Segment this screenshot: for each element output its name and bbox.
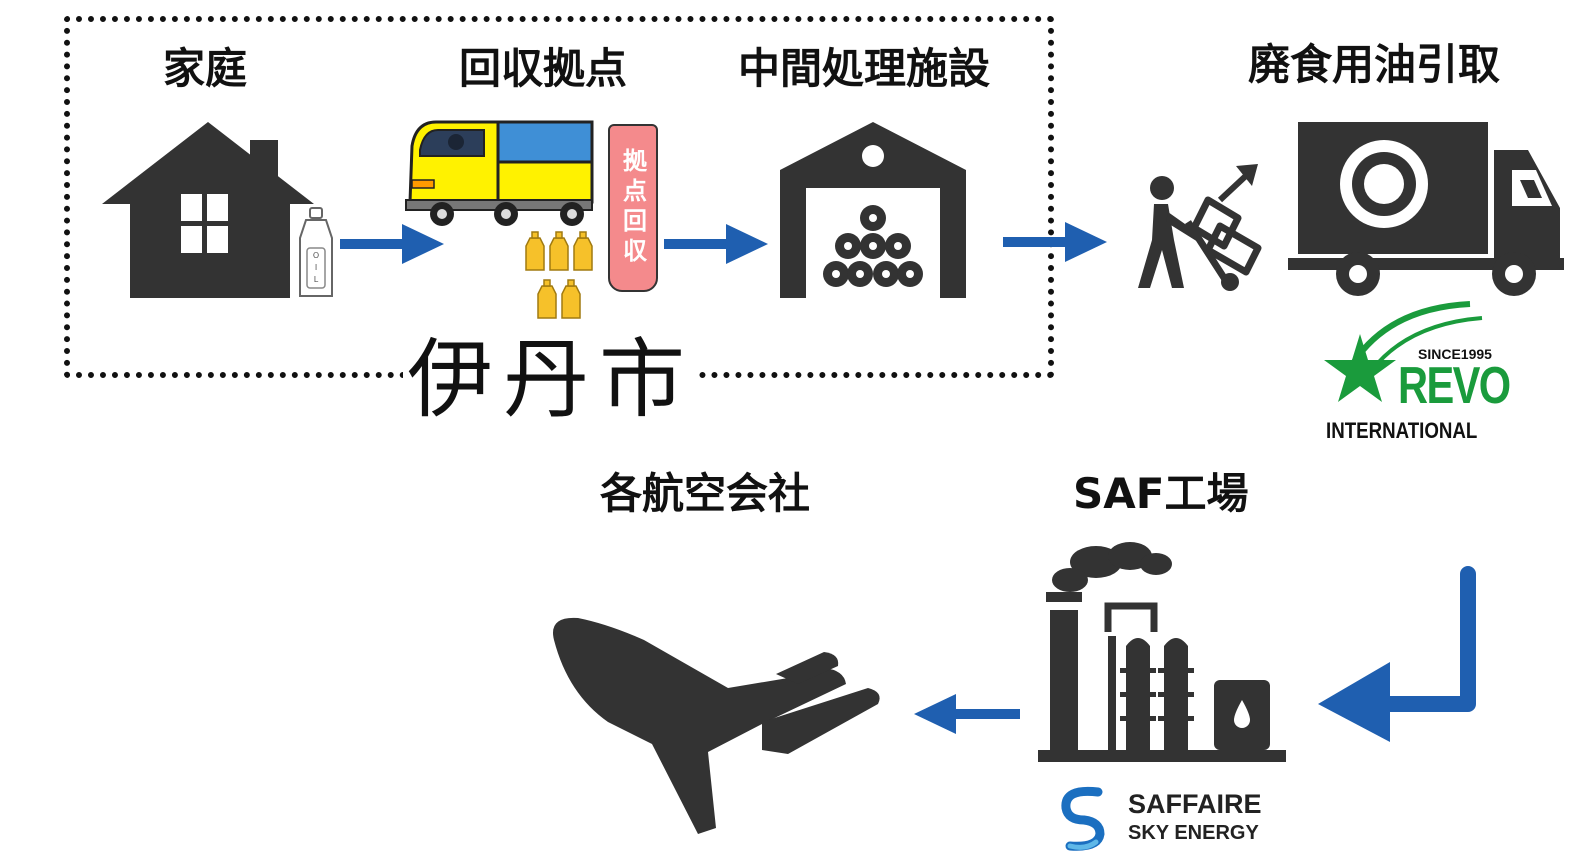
label-oil-pickup: 廃食用油引取 bbox=[1248, 40, 1501, 89]
oil-bottle-icon: O I L bbox=[299, 207, 333, 297]
house-icon bbox=[102, 122, 314, 298]
svg-text:O: O bbox=[313, 251, 319, 260]
factory-icon bbox=[1038, 542, 1286, 762]
label-saf-plant: SAF工場 bbox=[1073, 469, 1249, 518]
oil-bottles-group-icon bbox=[525, 231, 593, 319]
city-label: 伊丹市 bbox=[403, 330, 699, 430]
saffaire-name: SAFFAIRE bbox=[1128, 789, 1262, 819]
revo-name: REVO bbox=[1398, 357, 1511, 415]
collection-banner-text: 拠点回収 bbox=[618, 148, 647, 268]
saffaire-logo-icon bbox=[1061, 786, 1105, 851]
arrow-processing-to-pickup bbox=[1003, 222, 1107, 262]
label-home: 家庭 bbox=[163, 44, 248, 93]
worker-cart-icon bbox=[1138, 164, 1262, 291]
tank-truck-icon bbox=[1288, 122, 1564, 296]
svg-text:L: L bbox=[314, 275, 319, 284]
warehouse-icon bbox=[780, 122, 966, 298]
collection-truck-icon bbox=[405, 120, 594, 226]
arrow-saf-to-airlines bbox=[914, 694, 1020, 734]
revo-international: INTERNATIONAL bbox=[1326, 418, 1478, 443]
arrow-home-to-collection bbox=[340, 224, 444, 264]
collection-banner: 拠点回収 bbox=[608, 124, 658, 292]
label-airlines: 各航空会社 bbox=[600, 469, 811, 518]
svg-text:I: I bbox=[315, 263, 317, 272]
revo-since: SINCE1995 bbox=[1418, 346, 1492, 362]
label-processing-facility: 中間処理施設 bbox=[738, 44, 991, 93]
revo-logo-icon bbox=[1324, 301, 1483, 402]
label-collection-point: 回収拠点 bbox=[459, 44, 628, 93]
airplane-icon bbox=[553, 617, 880, 834]
saffaire-sub: SKY ENERGY bbox=[1128, 822, 1259, 844]
arrow-collection-to-processing bbox=[664, 224, 768, 264]
arrow-pickup-to-saf bbox=[1318, 566, 1476, 742]
